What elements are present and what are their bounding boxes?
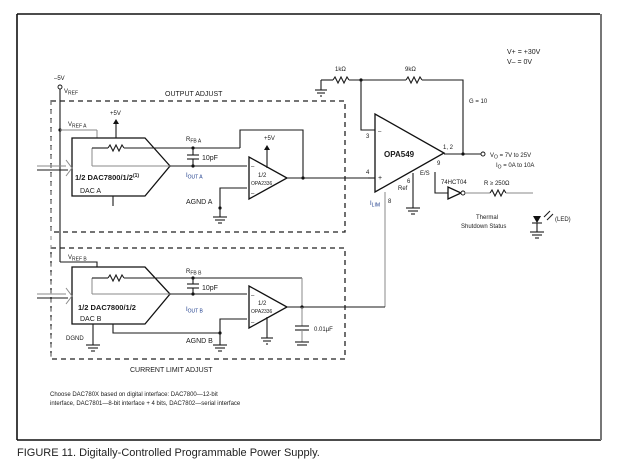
junction — [461, 152, 465, 156]
es-label: E/S — [420, 171, 430, 177]
vref-b-label: VREF B — [68, 255, 87, 263]
ground-icon — [406, 207, 420, 215]
pin-noninv: 4 — [366, 170, 370, 176]
pin-inv: 3 — [366, 134, 370, 140]
vminus-label: V– = 0V — [507, 59, 532, 66]
io-label: IO = 0A to 10A — [496, 163, 534, 171]
status-label-1: Thermal — [476, 215, 498, 221]
dac-a-name: DAC A — [80, 188, 101, 195]
dgnd-label: DGND — [66, 336, 84, 342]
dac-a-block — [71, 137, 171, 197]
dac-a-part: 1/2 DAC7800/1/2(1) — [75, 173, 139, 182]
status-label-2: Shutdown Status — [461, 224, 506, 230]
vref-b-wire — [60, 261, 98, 267]
ground-icon — [213, 344, 227, 352]
resistor-icon — [405, 75, 423, 85]
agnd-b-wire — [219, 318, 247, 333]
vref-a-label: VREF A — [68, 122, 87, 130]
led-label: (LED) — [555, 217, 571, 223]
current-limit-label: CURRENT LIMIT ADJUST — [130, 367, 213, 374]
arrow-up-icon — [264, 145, 270, 150]
feedback-wire — [422, 79, 464, 155]
opamp-a-line1: 1/2 — [258, 173, 267, 179]
filter-cap-label: 0.01µF — [314, 327, 333, 333]
r-ground-label: 1kΩ — [335, 67, 346, 73]
r-feedback-label: 9kΩ — [405, 67, 416, 73]
agnd-a-wire — [219, 187, 247, 208]
opa549-plus: + — [378, 175, 382, 182]
agnd-b-label: AGND B — [186, 338, 213, 345]
feedback-a-wire — [239, 129, 304, 178]
note-line-1: Choose DAC780X based on digital interfac… — [50, 392, 218, 398]
agnd-b-wire — [112, 324, 220, 334]
inverting-input-wire — [360, 80, 375, 131]
inverter-icon — [447, 185, 463, 201]
agnd-a-label: AGND A — [186, 199, 213, 206]
opamp-b-line2: OPA2336 — [251, 309, 273, 315]
ground-icon — [213, 216, 227, 224]
rfb-a-label: RFB A — [186, 137, 202, 145]
pin-ref: 6 — [407, 179, 411, 185]
note-line-2: interface, DAC7801—8-bit interface + 4 b… — [50, 401, 241, 407]
ground-icon — [315, 89, 327, 97]
bus-arrow-icon — [65, 159, 73, 177]
pin-es: 9 — [437, 161, 441, 167]
vref-supply-label: –5V — [54, 76, 65, 82]
current-limit-box — [50, 247, 346, 360]
opamp-a — [248, 155, 289, 201]
bus-arrow-icon — [65, 287, 73, 305]
vplus-label: V+ = +30V — [507, 49, 541, 56]
vref-label: VREF — [64, 89, 78, 97]
opa549-name: OPA549 — [384, 150, 415, 159]
resistor-icon — [489, 188, 507, 198]
status-resistor-label: R ≥ 250Ω — [484, 181, 510, 187]
ilim-label: ILIM — [370, 201, 380, 209]
ground-icon — [261, 337, 273, 345]
figure-caption: FIGURE 11. Digitally-Controlled Programm… — [17, 447, 320, 459]
inverter-bubble — [460, 190, 466, 196]
led-icon — [530, 210, 554, 239]
resistor-icon — [107, 273, 125, 283]
opamp-a-plus: – — [251, 191, 255, 197]
dac-b-name: DAC B — [80, 316, 102, 323]
iout-a-label: IOUT A — [186, 173, 203, 181]
opamp-a-line2: OPA2336 — [251, 181, 273, 187]
es-wire — [434, 172, 448, 194]
dac-b-part: 1/2 DAC7800/1/2 — [78, 303, 136, 312]
vo-label: VO = 7V to 25V — [490, 153, 531, 161]
gain-label: G = 10 — [469, 99, 488, 105]
junction — [301, 176, 305, 180]
opamp-b-line1: 1/2 — [258, 301, 267, 307]
pin-out: 1, 2 — [443, 145, 454, 151]
opamp-a-minus: – — [251, 164, 255, 170]
rfb-b-label: RFB B — [186, 269, 202, 277]
resistor-icon — [332, 75, 350, 85]
opa549-minus: – — [378, 129, 382, 135]
vref-terminal — [57, 84, 63, 90]
arrow-up-icon — [113, 119, 119, 124]
opa549 — [374, 112, 446, 194]
opamp-b-plus: – — [251, 320, 255, 326]
output-adjust-label: OUTPUT ADJUST — [165, 91, 223, 98]
ground-icon — [86, 344, 100, 352]
dac-b-block — [71, 266, 171, 325]
opamp-a-supply: +5V — [264, 136, 275, 142]
output-terminal — [480, 151, 486, 157]
opamp-b — [248, 284, 289, 330]
dac-a-supply-label: +5V — [110, 111, 121, 117]
opamp-b-minus: – — [251, 293, 255, 299]
resistor-icon — [107, 143, 125, 153]
pin-ilim: 8 — [388, 199, 392, 205]
cap-a-label: 10pF — [202, 155, 218, 162]
cap-b-label: 10pF — [202, 285, 218, 292]
iout-b-label: IOUT B — [186, 307, 204, 315]
ref-label: Ref — [398, 186, 408, 192]
ground-icon — [295, 341, 309, 346]
inverter-label: 74HCT04 — [441, 180, 467, 186]
